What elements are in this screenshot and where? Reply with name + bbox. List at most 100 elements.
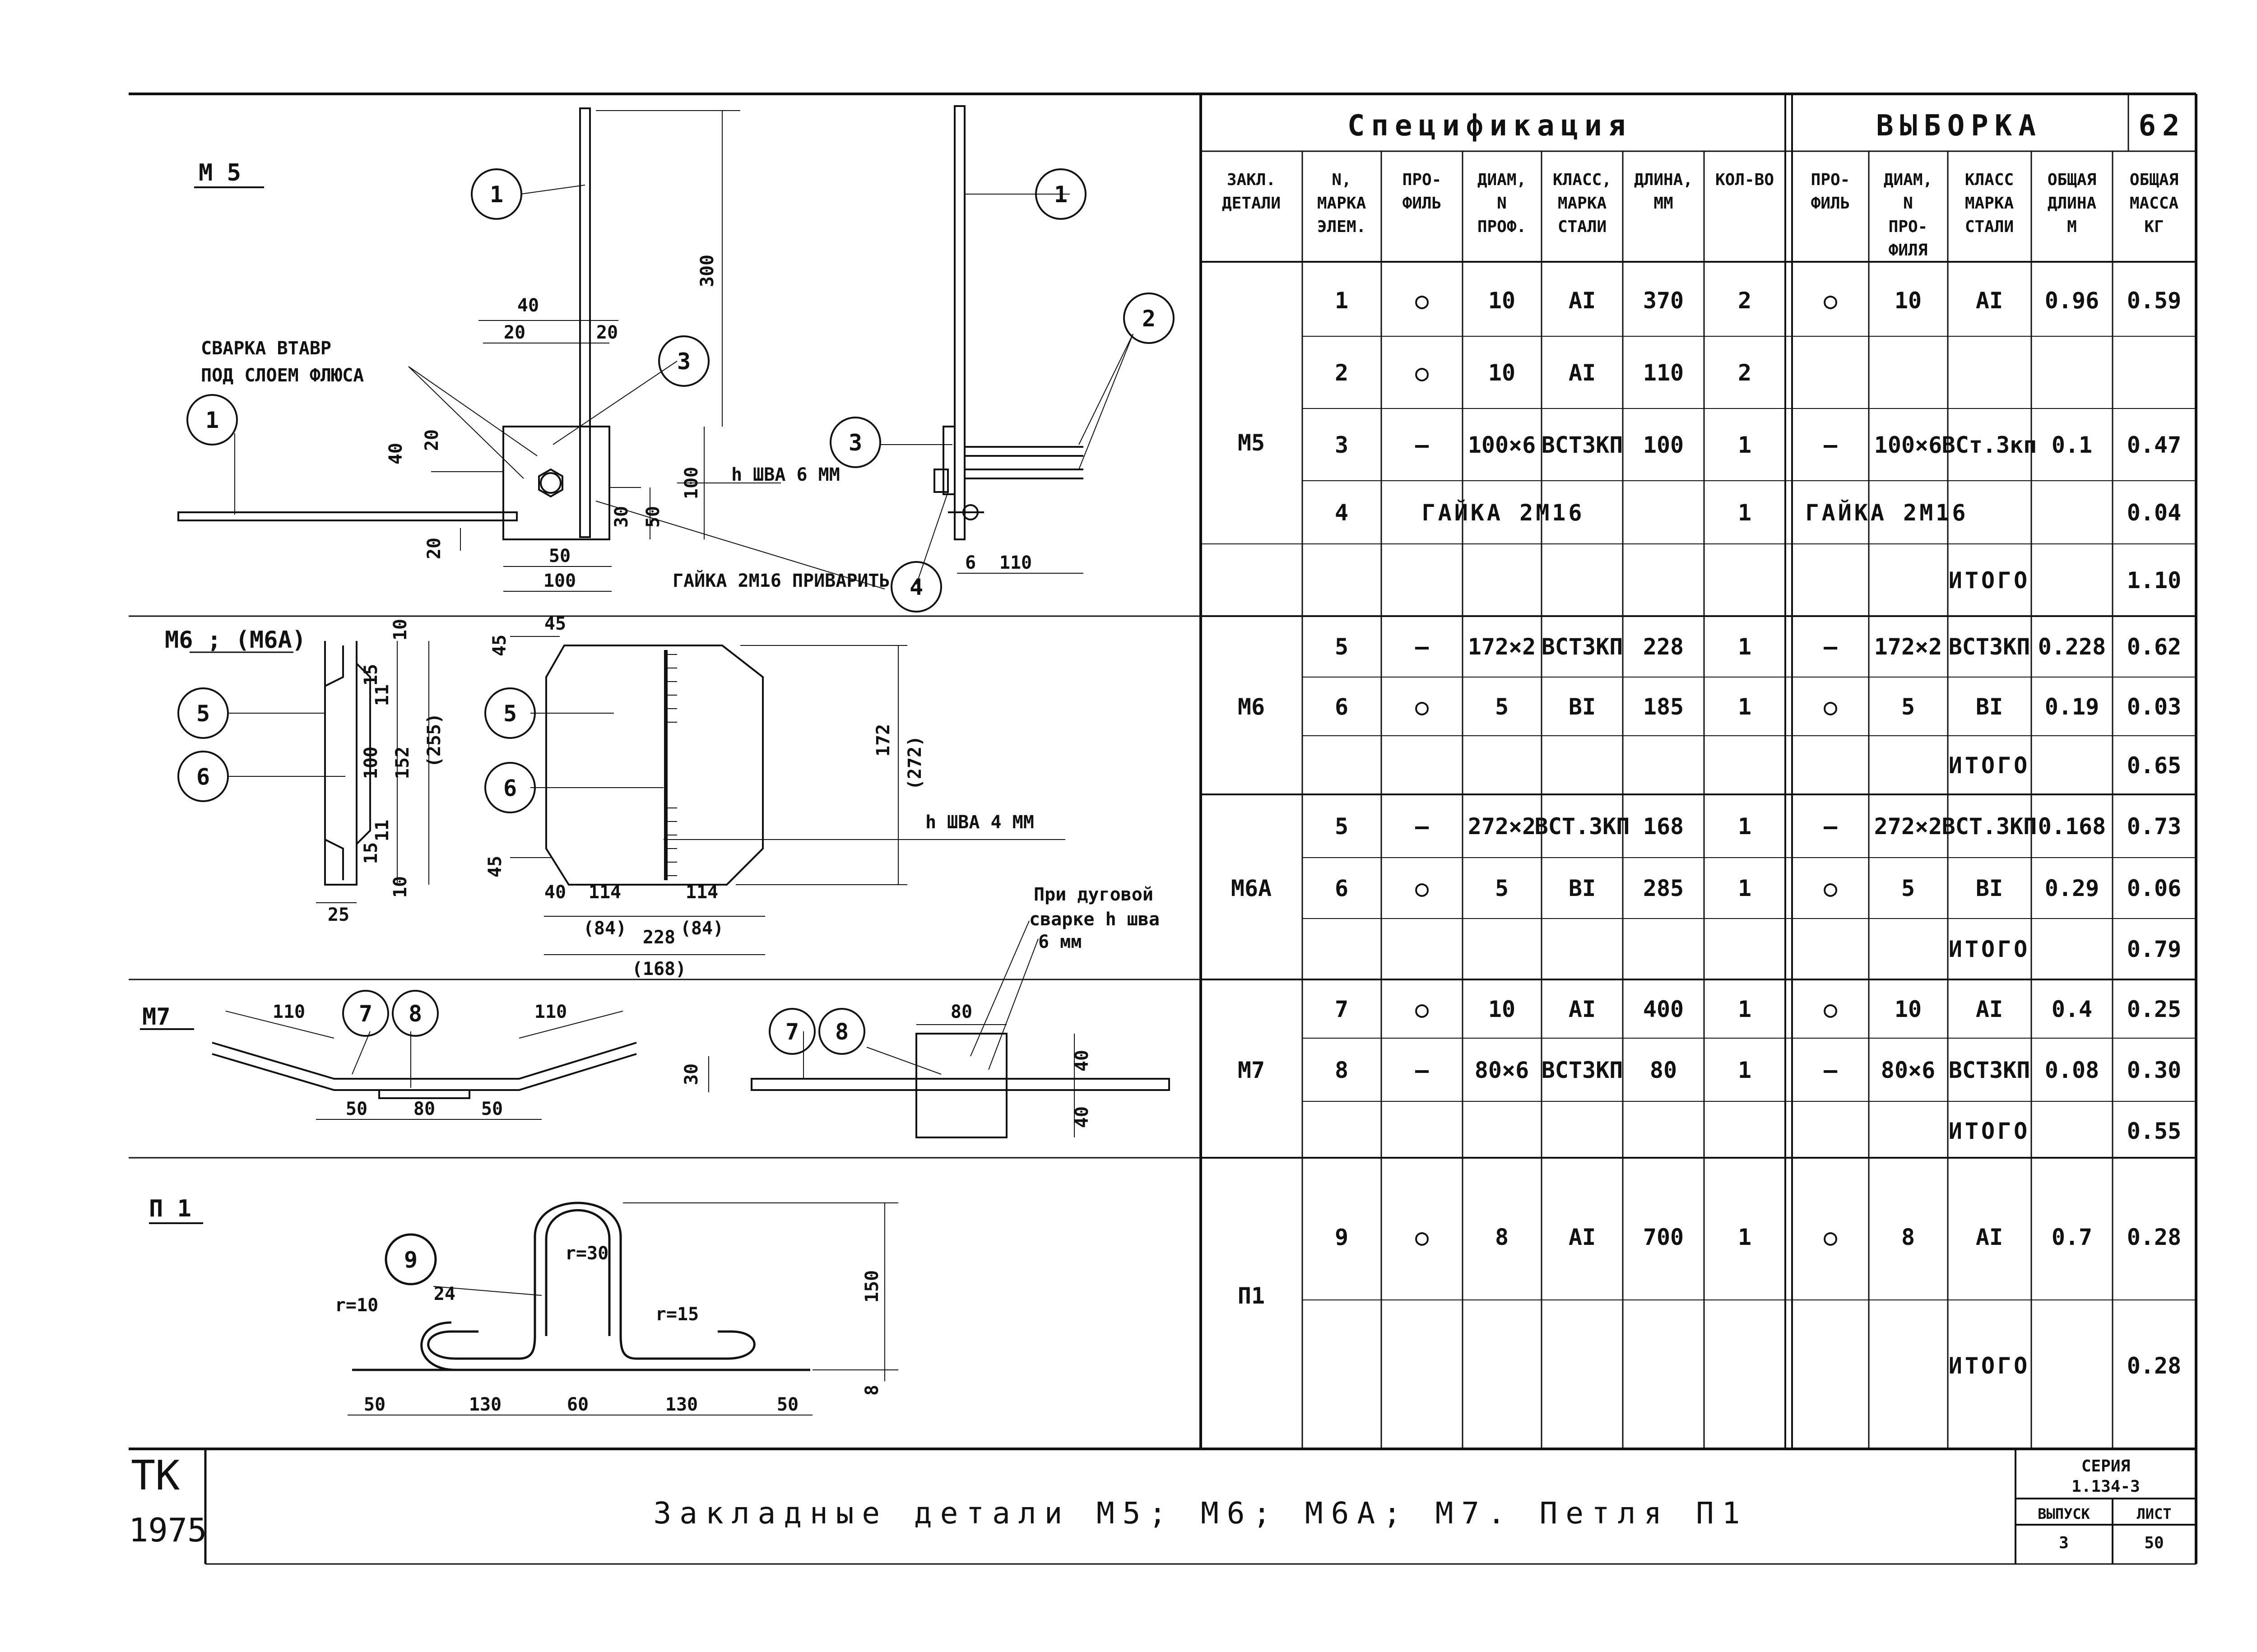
dimension-label: 8 <box>862 1385 882 1396</box>
m5-weld-note-2: ПОД СЛОЕМ ФЛЮСА <box>201 365 364 386</box>
element-number: 8 <box>1335 1057 1348 1083</box>
v-steel-class: ВСТ.3КП <box>1942 813 2037 840</box>
group-name: М6 <box>1238 694 1265 720</box>
total-mass: 0.30 <box>2127 1057 2181 1083</box>
dimension-label: 50 <box>346 1099 367 1119</box>
quantity: 1 <box>1738 875 1751 901</box>
total-mass: 0.62 <box>2127 634 2181 660</box>
m6-label: М6 ; (М6А) <box>165 626 306 654</box>
m6-weld-height: h ШВА 4 ММ <box>925 812 1034 833</box>
callout-9: 9 <box>404 1247 418 1273</box>
vyborka-header-cell: ФИЛЬ <box>1811 194 1850 213</box>
total-label: ИТОГО <box>1949 1118 2030 1144</box>
steel-class: АI <box>1569 1224 1596 1250</box>
vyborka-header-cell: КГ <box>2144 218 2164 236</box>
dimension-label: 110 <box>273 1002 305 1022</box>
length-mm: 370 <box>1643 288 1684 314</box>
callout-5: 5 <box>196 701 210 727</box>
element-number: 6 <box>1335 694 1348 720</box>
dimension-label: 15 <box>361 664 381 686</box>
dimension-label: 20 <box>504 322 525 343</box>
quantity: 1 <box>1738 694 1751 720</box>
m6-arc-note-1: При дуговой <box>1034 884 1153 905</box>
spec-title: Спецификация <box>1347 109 1632 143</box>
dimension-label: 20 <box>424 538 445 559</box>
spec-header-cell: ЗАКЛ. <box>1227 171 1276 189</box>
dimension-label: 20 <box>596 322 618 343</box>
group-name: М5 <box>1238 430 1265 456</box>
v-steel-class: АI <box>1976 996 2003 1022</box>
group-name: П1 <box>1238 1283 1265 1309</box>
total-mass: 0.28 <box>2127 1224 2181 1250</box>
v-steel-class: АI <box>1976 1224 2003 1250</box>
diameter: 272×2 <box>1468 813 1536 840</box>
spec-header-cell: ЭЛЕМ. <box>1317 218 1366 236</box>
length-mm: 185 <box>1643 694 1684 720</box>
seria-value: 1.134-3 <box>2071 1477 2140 1496</box>
total-value: 0.55 <box>2127 1118 2181 1144</box>
dimension-label: 6 <box>965 552 976 573</box>
list-value: 50 <box>2144 1534 2164 1552</box>
diameter: 172×2 <box>1468 634 1536 660</box>
total-label: ИТОГО <box>1949 752 2030 779</box>
total-length: 0.228 <box>2038 634 2106 660</box>
dimension-label: 50 <box>481 1099 503 1119</box>
dimension-label: 228 <box>643 927 675 948</box>
profile: ○ <box>1415 875 1429 901</box>
callout-8: 8 <box>835 1019 849 1045</box>
profile: — <box>1415 1057 1429 1083</box>
steel-class: АI <box>1569 996 1596 1022</box>
dimension-label: 110 <box>534 1002 567 1022</box>
dimension-label: 172 <box>873 724 894 756</box>
vyborka-header-cell: ДЛИНА <box>2048 194 2097 213</box>
diameter: 5 <box>1495 694 1509 720</box>
sheet-number: 62 <box>2138 109 2186 143</box>
title-block <box>2015 1449 2196 1564</box>
spec-header-cell: N <box>1497 194 1507 213</box>
total-value: 0.65 <box>2127 752 2181 779</box>
vyborka-header-cell: ОБЩАЯ <box>2048 171 2096 189</box>
dimension-label: 150 <box>862 1270 882 1303</box>
drawing-m6 <box>177 636 1065 1057</box>
profile: — <box>1415 813 1429 840</box>
dimension-label: 50 <box>364 1394 385 1415</box>
dimension-label: 40 <box>385 443 406 464</box>
total-label: ИТОГО <box>1949 1353 2030 1379</box>
drawing-p1 <box>149 1202 898 1415</box>
m7-label: М7 <box>142 1003 171 1030</box>
m6-arc-note-2: сварке h шва <box>1029 909 1160 930</box>
v-steel-class: ВСТ3КП <box>1949 1057 2030 1083</box>
vyborka-header-cell: М <box>2067 218 2077 236</box>
dimension-label: 40 <box>1072 1106 1092 1128</box>
total-value: 0.79 <box>2127 936 2181 962</box>
dimension-label: 40 <box>544 882 566 903</box>
v-profile: — <box>1824 432 1838 458</box>
length-mm: 80 <box>1650 1057 1677 1083</box>
dimension-label: r=10 <box>335 1295 378 1316</box>
dimension-label: 130 <box>469 1394 502 1415</box>
total-value: 0.28 <box>2127 1353 2181 1379</box>
quantity: 1 <box>1738 996 1751 1022</box>
total-length: 0.4 <box>2052 996 2092 1022</box>
drawing-m7 <box>140 938 1170 1138</box>
dimension-label: 110 <box>999 552 1032 573</box>
callout-1: 1 <box>1054 181 1068 208</box>
total-mass: 0.59 <box>2127 288 2181 314</box>
diameter: 10 <box>1488 360 1515 386</box>
group-name: М7 <box>1238 1057 1265 1083</box>
sheet-title: Закладные детали М5; М6; М6А; М7. Петля … <box>654 1496 1748 1531</box>
v-diameter: 80×6 <box>1881 1057 1935 1083</box>
dimension-label: (272) <box>905 736 925 790</box>
spec-header-cell: КЛАСС, <box>1553 171 1611 189</box>
v-profile: ○ <box>1824 1224 1837 1250</box>
callout-3: 3 <box>677 348 691 375</box>
element-number: 2 <box>1335 360 1348 386</box>
dimension-label: 100 <box>543 571 576 591</box>
vyborka-header-cell: N <box>1903 194 1913 213</box>
v-diameter: 272×2 <box>1874 813 1942 840</box>
dimension-label: 10 <box>390 876 411 898</box>
m6-arc-note-3: 6 мм <box>1038 932 1082 952</box>
table-header: ЗАКЛ.ДЕТАЛИN,МАРКАЭЛЕМ.ПРО-ФИЛЬДИАМ,NПРО… <box>1222 171 2179 260</box>
